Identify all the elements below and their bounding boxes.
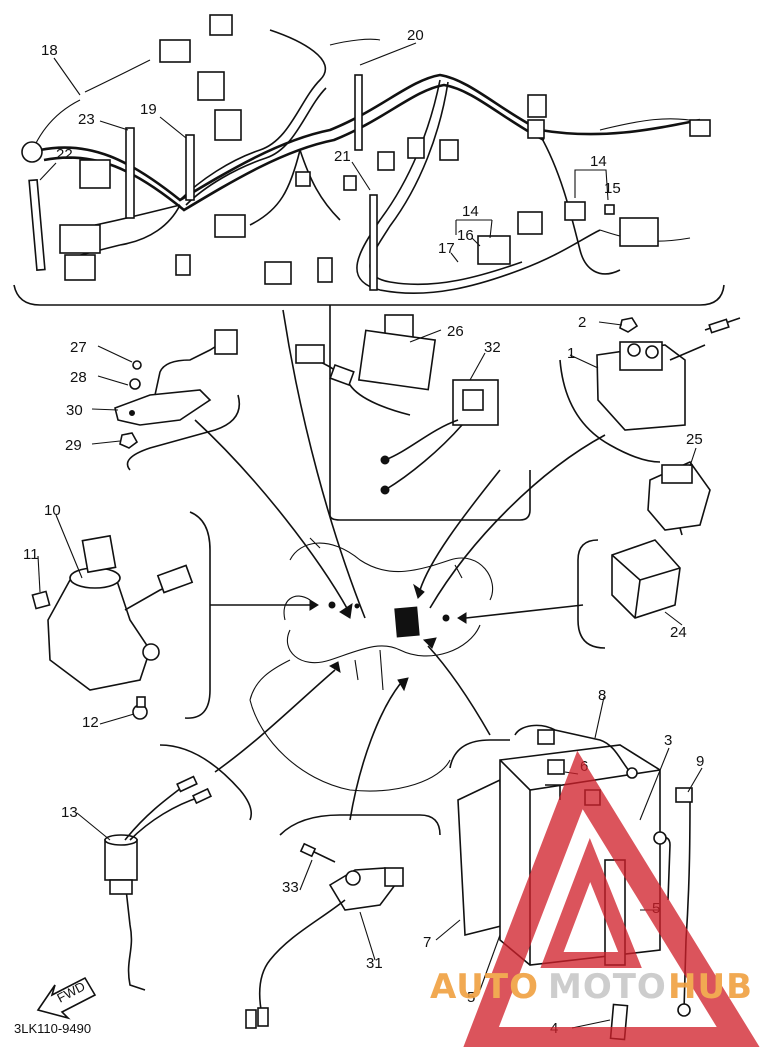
part-label-p17: 17: [438, 240, 455, 257]
part-label-p29: 29: [65, 437, 82, 454]
part-label-p27: 27: [70, 339, 87, 356]
part-label-p30: 30: [66, 402, 83, 419]
part-label-p20: 20: [407, 27, 424, 44]
watermark-part3: HUB: [668, 967, 753, 1007]
part-label-p3: 3: [664, 732, 672, 749]
diagram-code: 3LK110-9490: [14, 1021, 91, 1036]
watermark-part2: MOTO: [548, 967, 667, 1007]
cable-ties: [28, 74, 615, 291]
pointer-lines: [194, 309, 606, 821]
harness-group-bracket: [13, 284, 725, 306]
part-label-p2: 2: [578, 314, 586, 331]
part-label-p25: 25: [686, 431, 703, 448]
switch-31: [245, 842, 404, 1029]
starter-relay-1: [596, 317, 741, 431]
bracket-panel-24: [577, 539, 606, 649]
part-label-p26: 26: [447, 323, 464, 340]
part-label-p8: 8: [598, 687, 606, 704]
main-switch-10: [31, 534, 194, 720]
part-label-p1: 1: [567, 345, 575, 362]
leader-lines: [37, 42, 703, 1029]
flasher-relay-25: [647, 461, 711, 536]
watermark-part1: AUTO: [430, 967, 539, 1007]
part-label-p24: 24: [670, 624, 687, 641]
part-label-p22: 22: [56, 146, 73, 163]
part-label-p28: 28: [70, 369, 87, 386]
part-label-p18: 18: [41, 42, 58, 59]
bracket-panel-10-12: [184, 511, 211, 719]
bracket-panel-27-30: [126, 394, 240, 471]
part-label-p31: 31: [366, 955, 383, 972]
battery-assembly: [457, 724, 693, 1041]
part-label-p12: 12: [82, 714, 99, 731]
part-label-p23: 23: [78, 111, 95, 128]
relay-26-32: [295, 314, 499, 495]
part-label-p21: 21: [334, 148, 351, 165]
part-label-p15: 15: [604, 180, 621, 197]
harness-connectors: [21, 14, 711, 285]
bracket-panel-battery: [449, 739, 510, 769]
part-label-p32: 32: [484, 339, 501, 356]
bracket-panel-31-33: [279, 814, 441, 836]
part-label-p7: 7: [423, 934, 431, 951]
part-label-p13: 13: [61, 804, 78, 821]
part-number-labels: 1234556789101112131414151617181920212223…: [23, 27, 704, 1037]
frame-outline: [249, 537, 494, 792]
relay-24: [611, 539, 681, 619]
part-label-p14a: 14: [590, 153, 607, 170]
part-label-p11: 11: [23, 546, 39, 563]
bracket-panel-1-2: [559, 359, 661, 463]
fwd-arrow-icon: FWD: [36, 976, 97, 1020]
part-label-p10: 10: [44, 502, 61, 519]
bracket-assembly-30: [114, 329, 238, 449]
watermark-logo: AUTO MOTO HUB: [430, 750, 760, 1047]
part-label-p19: 19: [140, 101, 157, 118]
part-label-p5b: 5: [467, 989, 475, 1006]
neutral-switch-13: [104, 775, 213, 991]
part-label-p14b: 14: [462, 203, 479, 220]
bracket-panel-13: [159, 744, 253, 821]
part-label-p33: 33: [282, 879, 299, 896]
part-label-p16: 16: [457, 227, 474, 244]
part-label-p9: 9: [696, 753, 704, 770]
bracket-panel-26-32: [329, 305, 531, 521]
